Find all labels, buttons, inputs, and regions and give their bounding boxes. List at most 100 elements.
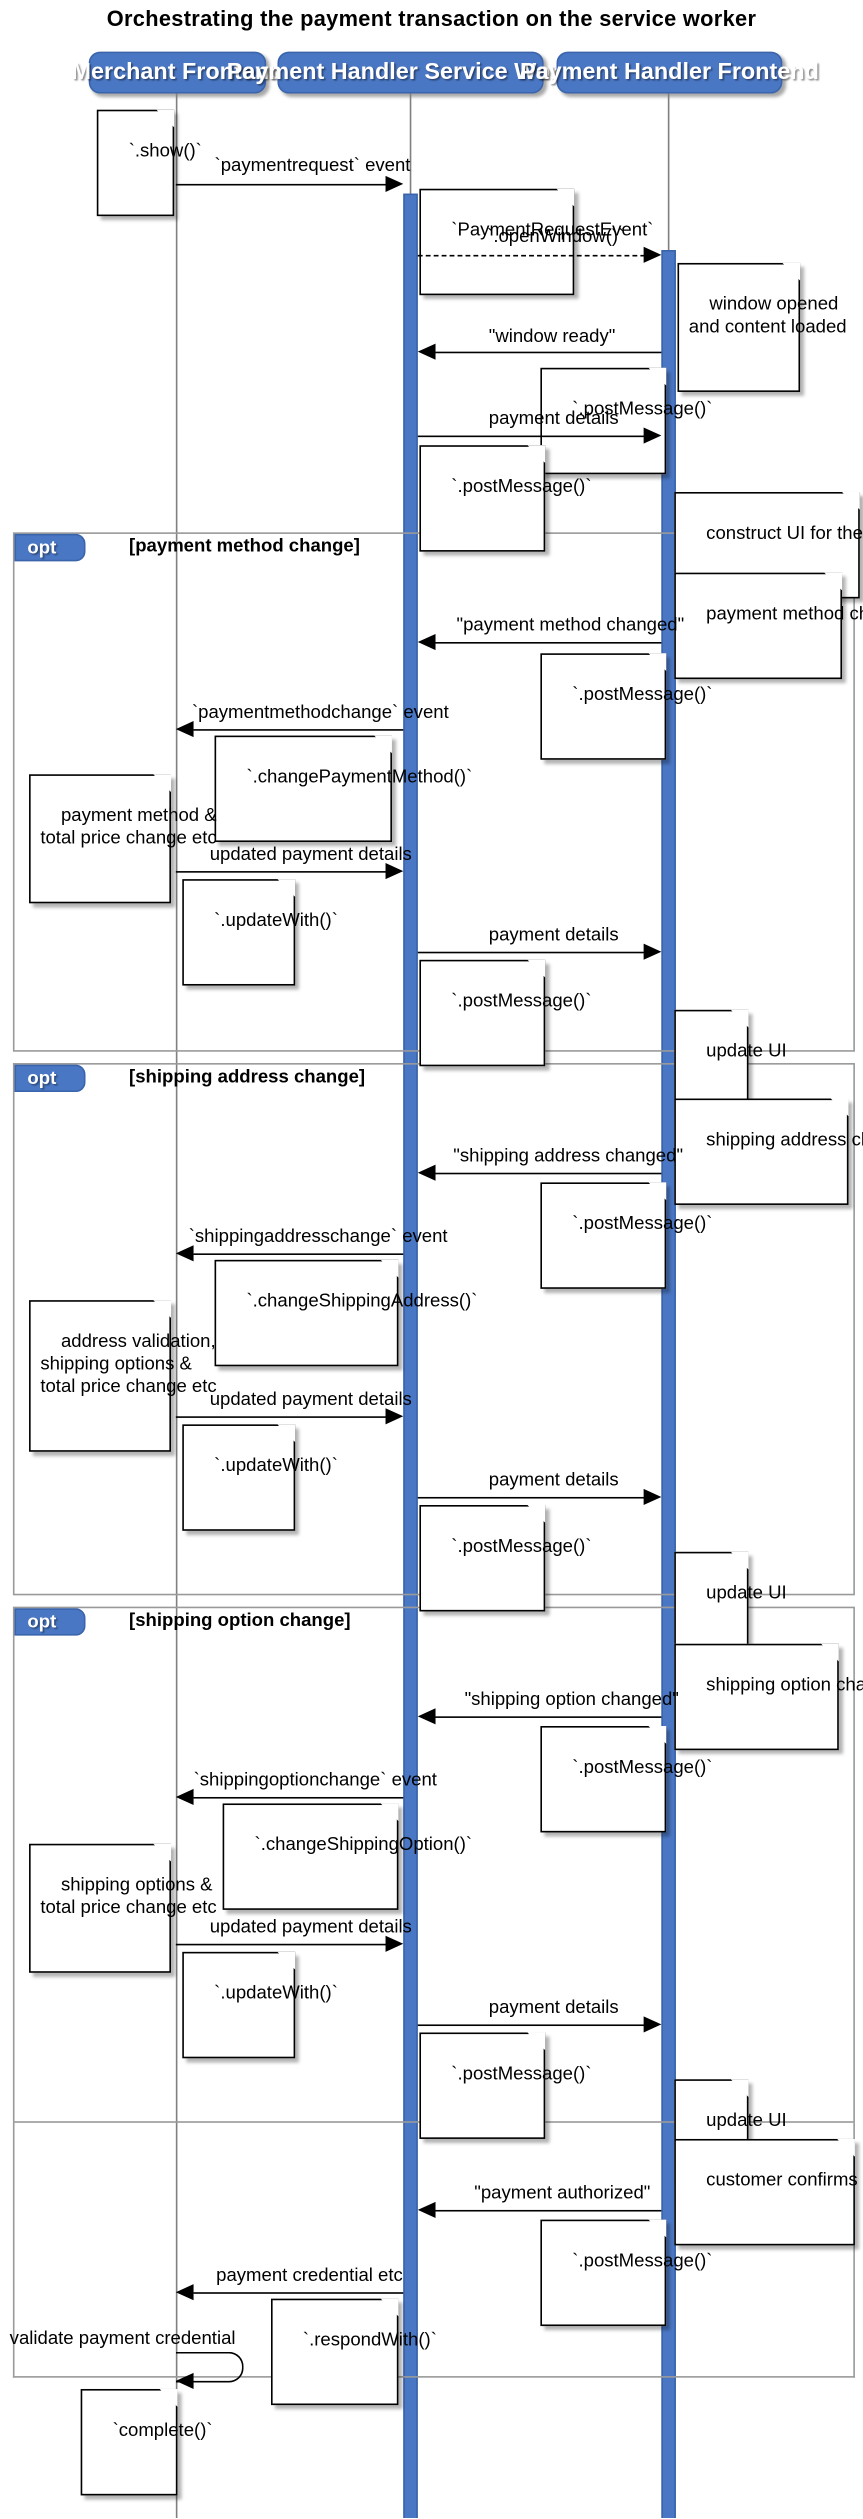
note-fold-icon	[821, 1643, 839, 1662]
message-arrow-window-ready	[417, 343, 436, 360]
note-text: payment method & total price change etc	[40, 806, 217, 849]
message-arrow-paymentmethodchange	[175, 721, 194, 738]
fragment-tab-opt-2: opt	[14, 1064, 86, 1093]
message-arrow-validate	[175, 2372, 194, 2389]
message-line-window-ready	[435, 351, 662, 354]
message-arrow-payment-method-changed	[417, 633, 436, 651]
note-fold-icon	[380, 1259, 399, 1278]
note-fold-icon	[648, 1182, 667, 1201]
message-line-payment-details-1	[417, 435, 646, 438]
note-text: `.changeShippingAddress()`	[246, 1292, 478, 1312]
note-shipping-options-total-price: shipping options & total price change et…	[29, 1843, 217, 1973]
message-arrow-shipping-option-changed	[417, 1708, 436, 1725]
message-label-paymentmethodchange: `paymentmethodchange` event	[191, 703, 449, 723]
message-line-paymentrequest	[175, 183, 388, 186]
note-postmessage-9: `.postMessage()`	[540, 2219, 713, 2327]
message-label-openwindow: `.openWindow()`	[487, 227, 625, 247]
note-text: `.changePaymentMethod()`	[246, 767, 473, 788]
note-fold-icon	[153, 1843, 171, 1862]
message-arrow-updated-payment-details-1	[385, 863, 404, 880]
note-updatewith-2: `.updateWith()`	[182, 1424, 338, 1531]
note-fold-icon	[527, 445, 546, 463]
note-text: `.updateWith()`	[214, 1456, 338, 1476]
message-label-shipping-address-changed: "shipping address changed"	[453, 1146, 684, 1167]
note-window-opened: window opened and content loaded	[677, 262, 847, 392]
note-payment-method-changed: payment method changed	[674, 572, 863, 680]
note-fold-icon	[830, 1098, 849, 1117]
note-respondwith: `.respondWith()`	[270, 2298, 437, 2406]
actor-label: Payment Handler Frontend	[519, 59, 819, 86]
message-arrow-payment-authorized	[417, 2201, 436, 2218]
note-text: `.postMessage()`	[572, 685, 713, 705]
message-label-window-ready: "window ready"	[488, 327, 616, 347]
note-text: construct UI for the customer	[706, 524, 863, 544]
note-fold-icon	[837, 2138, 855, 2157]
note-fold-icon	[527, 959, 546, 978]
note-shipping-address-changed: shipping address changed	[674, 1098, 863, 1205]
message-label-payment-details-3: payment details	[488, 1471, 619, 1491]
note-text: `.postMessage()`	[572, 400, 713, 420]
fragment-condition-1: [payment method change]	[129, 537, 360, 557]
note-update-ui-1: update UI	[674, 1009, 787, 1117]
message-line-payment-details-2	[417, 951, 646, 954]
note-fold-icon	[730, 2079, 749, 2098]
note-text: `.respondWith()`	[302, 2330, 437, 2351]
note-text: `.postMessage()`	[451, 477, 592, 497]
note-fold-icon	[824, 572, 843, 591]
message-line-payment-method-changed	[435, 642, 662, 644]
note-fold-icon	[380, 2298, 399, 2317]
message-line-shippingoptionchange	[193, 1796, 404, 1799]
fragment-type-label: opt	[27, 1612, 57, 1632]
message-label-payment-authorized: "payment authorized"	[474, 2184, 651, 2204]
fragment-condition-3: [shipping option change]	[129, 1611, 351, 1631]
note-fold-icon	[648, 1726, 667, 1744]
note-text: address validation, shipping options & t…	[40, 1332, 217, 1397]
message-arrow-payment-details-1	[643, 427, 662, 444]
fragment-final-region	[12, 2122, 855, 2378]
actor-payment-handler-frontend-top[interactable]: Payment Handler Frontend	[520, 51, 819, 94]
message-label-payment-details-4: payment details	[488, 1998, 619, 2018]
fragment-tab-opt-1: opt	[14, 533, 86, 562]
actor-merchant-frontend-top[interactable]: Merchant Frontend	[72, 51, 283, 94]
actor-label: Payment Handler Service Worker	[226, 59, 595, 86]
note-fold-icon	[153, 774, 171, 793]
note-fold-icon	[842, 491, 860, 510]
note-text: shipping options & total price change et…	[40, 1876, 217, 1918]
actor-label: Merchant Frontend	[71, 59, 284, 86]
note-fold-icon	[527, 1505, 546, 1523]
note-payment-method-total-price: payment method & total price change etc	[29, 774, 217, 904]
note-text: update UI	[706, 1584, 787, 1604]
note-fold-icon	[648, 367, 667, 386]
note-text: `.show()`	[128, 141, 202, 162]
note-change-payment-method: `.changePaymentMethod()`	[214, 735, 472, 843]
fragment-type-label: opt	[27, 537, 57, 558]
fragment-condition-2: [shipping address change]	[129, 1067, 366, 1088]
note-text: shipping address changed	[706, 1130, 863, 1151]
message-line-openwindow	[417, 254, 646, 257]
message-label-shippingaddresschange: `shippingaddresschange` event	[188, 1227, 448, 1247]
note-shipping-option-changed: shipping option changed	[674, 1643, 863, 1751]
note-text: window opened and content loaded	[688, 295, 847, 338]
message-line-payment-credential	[193, 2292, 404, 2294]
note-text: shipping option changed	[706, 1675, 863, 1696]
note-update-ui-2: update UI	[674, 1551, 787, 1659]
note-postmessage-2: `.postMessage()`	[419, 445, 592, 552]
message-arrow-payment-details-3	[643, 1488, 662, 1506]
message-line-updated-payment-details-1	[175, 871, 388, 873]
note-text: `PaymentRequestEvent`	[451, 220, 654, 241]
note-text: `.changeShippingOption()`	[254, 1835, 473, 1856]
message-arrow-payment-details-2	[643, 943, 662, 960]
note-text: `.postMessage()`	[451, 1537, 592, 1557]
note-text: `.updateWith()`	[214, 1984, 338, 2004]
message-arrow-payment-details-4	[643, 2016, 662, 2033]
message-arrow-paymentrequest	[385, 175, 404, 192]
fragment-tab-opt-3: opt	[14, 1608, 86, 1636]
note-postmessage-1: `.postMessage()`	[540, 367, 713, 475]
message-line-shipping-option-changed	[435, 1716, 662, 1718]
actor-payment-handler-service-worker-top[interactable]: Payment Handler Service Worker	[227, 51, 594, 94]
note-text: update UI	[706, 2111, 787, 2131]
message-arrow-payment-credential	[175, 2284, 194, 2301]
note-postmessage-6: `.postMessage()`	[419, 1505, 592, 1612]
fragment-type-label: opt	[27, 1068, 57, 1089]
note-postmessage-8: `.postMessage()`	[419, 2032, 592, 2139]
